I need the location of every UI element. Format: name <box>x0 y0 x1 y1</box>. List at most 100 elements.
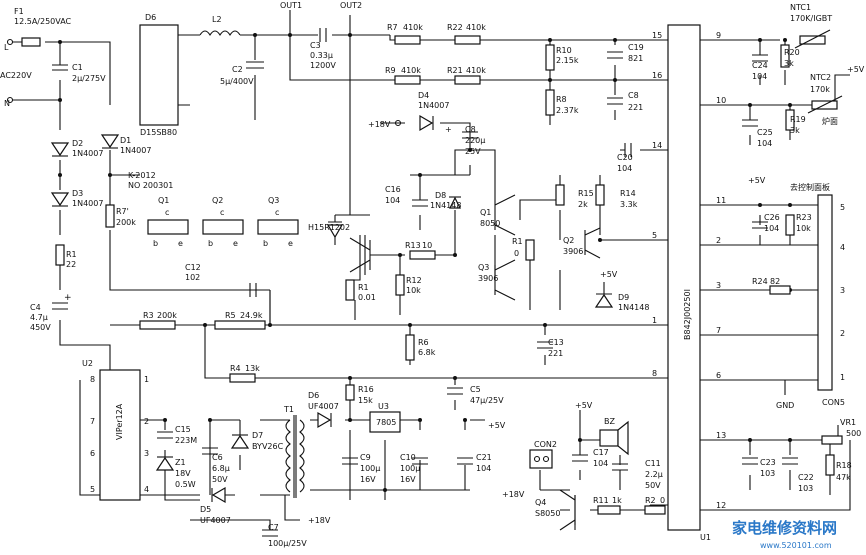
transformer-t1: T1 <box>283 405 305 498</box>
svg-text:1N4148: 1N4148 <box>430 201 461 210</box>
svg-text:D2: D2 <box>72 139 83 148</box>
svg-text:R3: R3 <box>143 311 154 320</box>
svg-text:C19: C19 <box>628 43 644 52</box>
watermark-title: 家电维修资料网 <box>732 519 837 537</box>
svg-text:S8050: S8050 <box>535 509 560 518</box>
svg-text:c: c <box>165 208 169 217</box>
svg-text:10k: 10k <box>796 224 811 233</box>
svg-text:3k: 3k <box>790 126 800 135</box>
svg-text:C12: C12 <box>185 263 201 272</box>
capacitor-c4: + C44.7μ 450V <box>30 293 72 332</box>
svg-text:R7': R7' <box>116 207 129 216</box>
svg-text:R12: R12 <box>406 276 422 285</box>
svg-text:C8: C8 <box>465 125 476 134</box>
svg-text:C8: C8 <box>628 91 639 100</box>
svg-text:1N4007: 1N4007 <box>72 199 103 208</box>
svg-text:104: 104 <box>764 224 779 233</box>
svg-text:D4: D4 <box>418 91 429 100</box>
svg-text:NO 200301: NO 200301 <box>128 181 173 190</box>
svg-text:R11: R11 <box>593 496 609 505</box>
igbt-h15r1202: H15R1202 <box>308 215 371 275</box>
svg-text:Q3: Q3 <box>478 263 489 272</box>
svg-text:去控制面板: 去控制面板 <box>790 182 830 192</box>
ic-u2-viper12a: U2 VIPer12A 87 65 12 34 <box>82 359 149 501</box>
svg-text:450V: 450V <box>30 323 51 332</box>
svg-text:10k: 10k <box>406 286 421 295</box>
svg-text:104: 104 <box>752 72 767 81</box>
svg-text:U1: U1 <box>700 533 711 542</box>
svg-text:R10: R10 <box>556 46 572 55</box>
svg-text:6: 6 <box>90 449 95 458</box>
svg-text:10: 10 <box>716 96 726 105</box>
svg-text:410k: 410k <box>403 23 423 32</box>
svg-text:B842J00250I: B842J00250I <box>683 289 692 340</box>
svg-text:7805: 7805 <box>376 418 396 427</box>
svg-text:1N4007: 1N4007 <box>72 149 103 158</box>
inductor-l2: L2 <box>199 15 241 37</box>
svg-text:R7: R7 <box>387 23 398 32</box>
svg-text:4: 4 <box>144 485 149 494</box>
svg-text:C24: C24 <box>752 61 768 70</box>
svg-text:e: e <box>178 239 183 248</box>
svg-text:410k: 410k <box>401 66 421 75</box>
svg-text:3: 3 <box>144 449 149 458</box>
svg-text:BYV26C: BYV26C <box>252 442 284 451</box>
svg-text:b: b <box>208 239 213 248</box>
svg-text:47k: 47k <box>836 473 851 482</box>
svg-text:103: 103 <box>798 484 813 493</box>
svg-text:2: 2 <box>144 417 149 426</box>
svg-text:C2: C2 <box>232 65 243 74</box>
svg-text:D15SB80: D15SB80 <box>140 128 177 137</box>
svg-text:3906: 3906 <box>478 274 498 283</box>
svg-text:C11: C11 <box>645 459 661 468</box>
capacitor-c3: C30.33μ 1200V <box>310 28 336 70</box>
svg-text:104: 104 <box>476 464 491 473</box>
svg-text:R5: R5 <box>225 311 236 320</box>
svg-text:24.9k: 24.9k <box>240 311 263 320</box>
svg-text:5μ/400V: 5μ/400V <box>220 77 254 86</box>
svg-text:2μ/275V: 2μ/275V <box>72 74 106 83</box>
svg-text:C15: C15 <box>175 425 191 434</box>
svg-text:8050: 8050 <box>480 219 500 228</box>
svg-text:15k: 15k <box>358 396 373 405</box>
label-out2: OUT2 <box>340 1 362 10</box>
watermark: 家电维修资料网 www.520101.com <box>732 519 837 550</box>
svg-text:D1: D1 <box>120 136 131 145</box>
label-plus18v-con2: +18V <box>502 490 525 499</box>
svg-text:C3: C3 <box>310 41 321 50</box>
connector-con2: CON2 <box>529 440 557 469</box>
svg-text:D9: D9 <box>618 293 629 302</box>
svg-text:5: 5 <box>840 203 845 212</box>
svg-text:R4: R4 <box>230 364 241 373</box>
label-l: L <box>4 43 9 52</box>
svg-text:K-2012: K-2012 <box>128 171 156 180</box>
svg-text:R15: R15 <box>578 189 594 198</box>
svg-text:R1: R1 <box>358 283 369 292</box>
svg-text:R16: R16 <box>358 385 374 394</box>
svg-text:C4: C4 <box>30 303 41 312</box>
svg-text:50V: 50V <box>212 475 228 484</box>
svg-text:223M: 223M <box>175 436 197 445</box>
